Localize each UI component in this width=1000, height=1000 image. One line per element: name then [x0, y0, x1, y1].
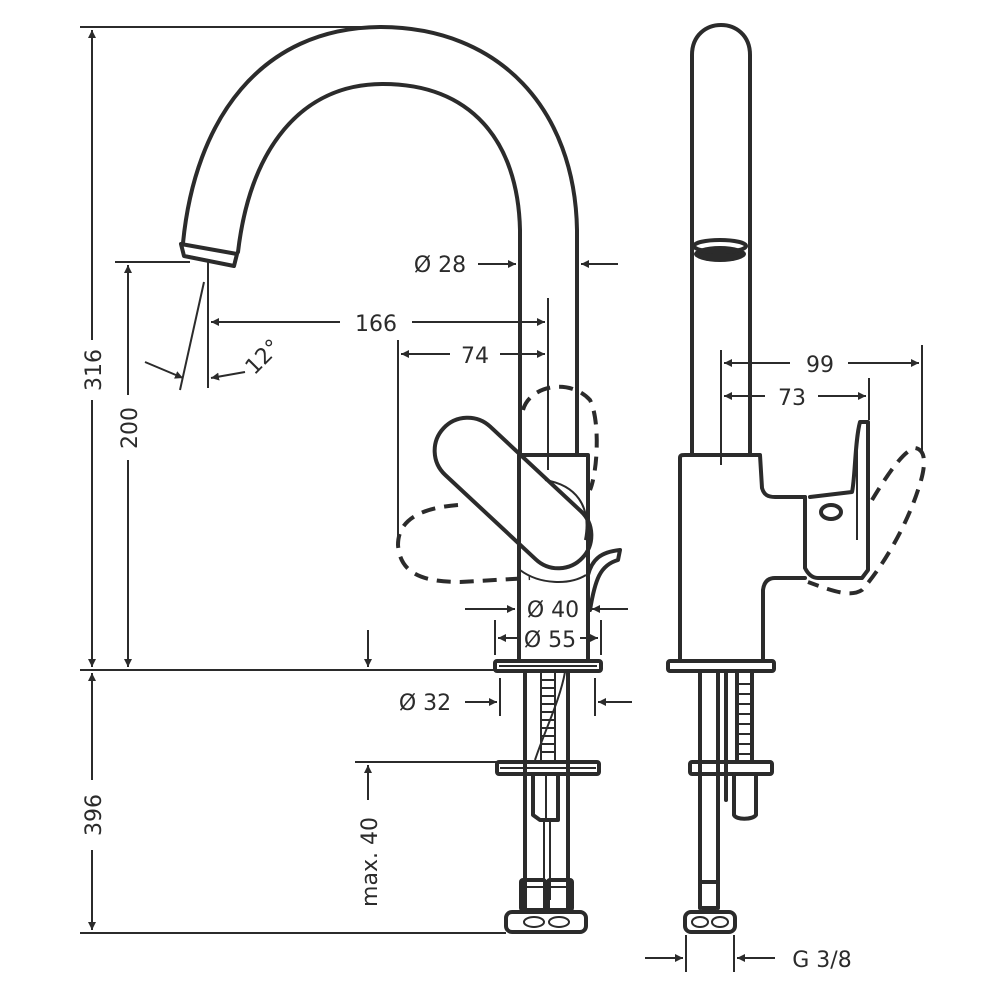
side-threaded-rod — [737, 683, 752, 755]
threaded-rod — [540, 672, 556, 762]
spout-outer-outline — [181, 25, 579, 457]
side-fixing-nut — [732, 774, 758, 821]
lever-alt-position-up — [521, 384, 599, 491]
aerator-ring — [182, 254, 233, 266]
dim-hole-diameter: Ø 32 — [399, 691, 451, 716]
dim-side-lever: 73 — [778, 386, 806, 411]
body-lower-curve — [519, 569, 587, 583]
drain-pull-rod — [586, 548, 622, 612]
front-view — [179, 25, 622, 934]
mixer-body — [517, 453, 590, 662]
dim-total-height: 316 — [82, 349, 107, 391]
dim-base-diameter: Ø 55 — [524, 628, 576, 653]
side-hose-fitting — [683, 910, 737, 934]
side-base-plate — [666, 659, 776, 673]
dim-spout-reach: 166 — [355, 312, 397, 337]
dim-body-diameter: Ø 40 — [527, 598, 579, 623]
aerator — [179, 242, 239, 268]
body-inner-curve — [544, 479, 588, 541]
hose-fittings — [504, 878, 588, 934]
side-view — [666, 23, 926, 934]
side-lever-alt-position — [807, 445, 926, 596]
lever-handle — [432, 415, 594, 571]
lever-alt-position-left — [395, 503, 531, 585]
side-lever — [803, 420, 870, 580]
side-body — [678, 453, 807, 662]
spout-inner-outline — [236, 82, 522, 457]
dimension-labels: 316 200 396 max. 40 166 74 12° Ø 28 Ø 40… — [82, 253, 852, 973]
dim-spout-diameter: Ø 28 — [414, 253, 466, 278]
dim-spout-height: 200 — [118, 407, 143, 449]
side-spout-outline — [690, 23, 752, 457]
dimension-lines — [80, 26, 923, 972]
dim-below-deck: 396 — [82, 794, 107, 836]
side-lever-hole — [819, 503, 843, 521]
fixing-nut — [531, 774, 560, 822]
supply-hose — [534, 671, 566, 761]
dim-connection-thread: G 3/8 — [792, 948, 851, 973]
dim-max-deck: max. 40 — [358, 817, 383, 907]
fixing-plate — [495, 760, 601, 776]
side-fixing-plate — [688, 760, 774, 776]
dim-side-lever-max: 99 — [806, 353, 834, 378]
dim-spout-angle: 12° — [241, 335, 286, 380]
dim-lever-reach: 74 — [461, 344, 489, 369]
